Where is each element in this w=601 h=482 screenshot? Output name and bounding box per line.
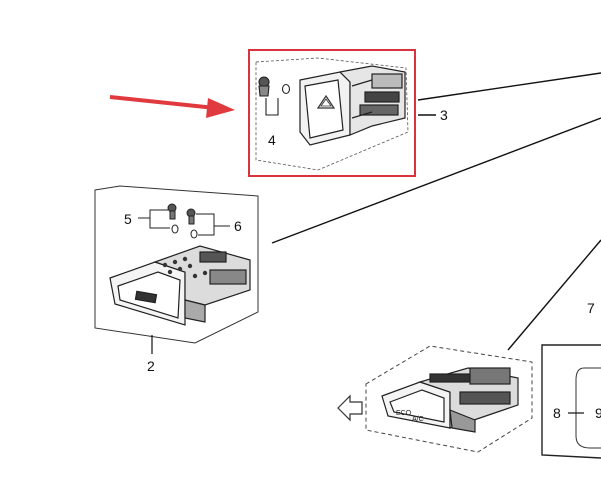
switch-label-ac: A/C	[412, 416, 424, 423]
callout-4: 4	[268, 132, 276, 148]
hazard-switch[interactable]	[299, 65, 406, 146]
callout-9: 9	[595, 405, 601, 421]
callout-5: 5	[124, 211, 132, 227]
direction-arrow-icon	[337, 394, 363, 422]
red-pointer-arrow	[109, 95, 235, 118]
bulb-socket-part[interactable]	[258, 76, 291, 116]
highlight-box	[248, 49, 416, 177]
switch-panel-assembly-bottom[interactable]: ECO A/C	[337, 345, 533, 453]
hazard-switch-group[interactable]: 4 3	[248, 49, 448, 177]
switch-panel[interactable]	[109, 245, 251, 326]
switch-label-eco: ECO	[396, 410, 412, 417]
partial-frame-right: 7 8 9	[541, 300, 601, 459]
callout-3: 3	[440, 107, 448, 123]
switch-panel-assembly-2[interactable]: 5 6 2	[94, 185, 259, 374]
callout-6: 6	[234, 218, 242, 234]
callout-8: 8	[553, 405, 561, 421]
callout-2: 2	[147, 358, 155, 374]
callout-7: 7	[587, 300, 595, 316]
lower-switch-panel[interactable]	[381, 367, 519, 433]
leader-lines	[271, 72, 601, 351]
screw-parts[interactable]	[138, 203, 230, 239]
